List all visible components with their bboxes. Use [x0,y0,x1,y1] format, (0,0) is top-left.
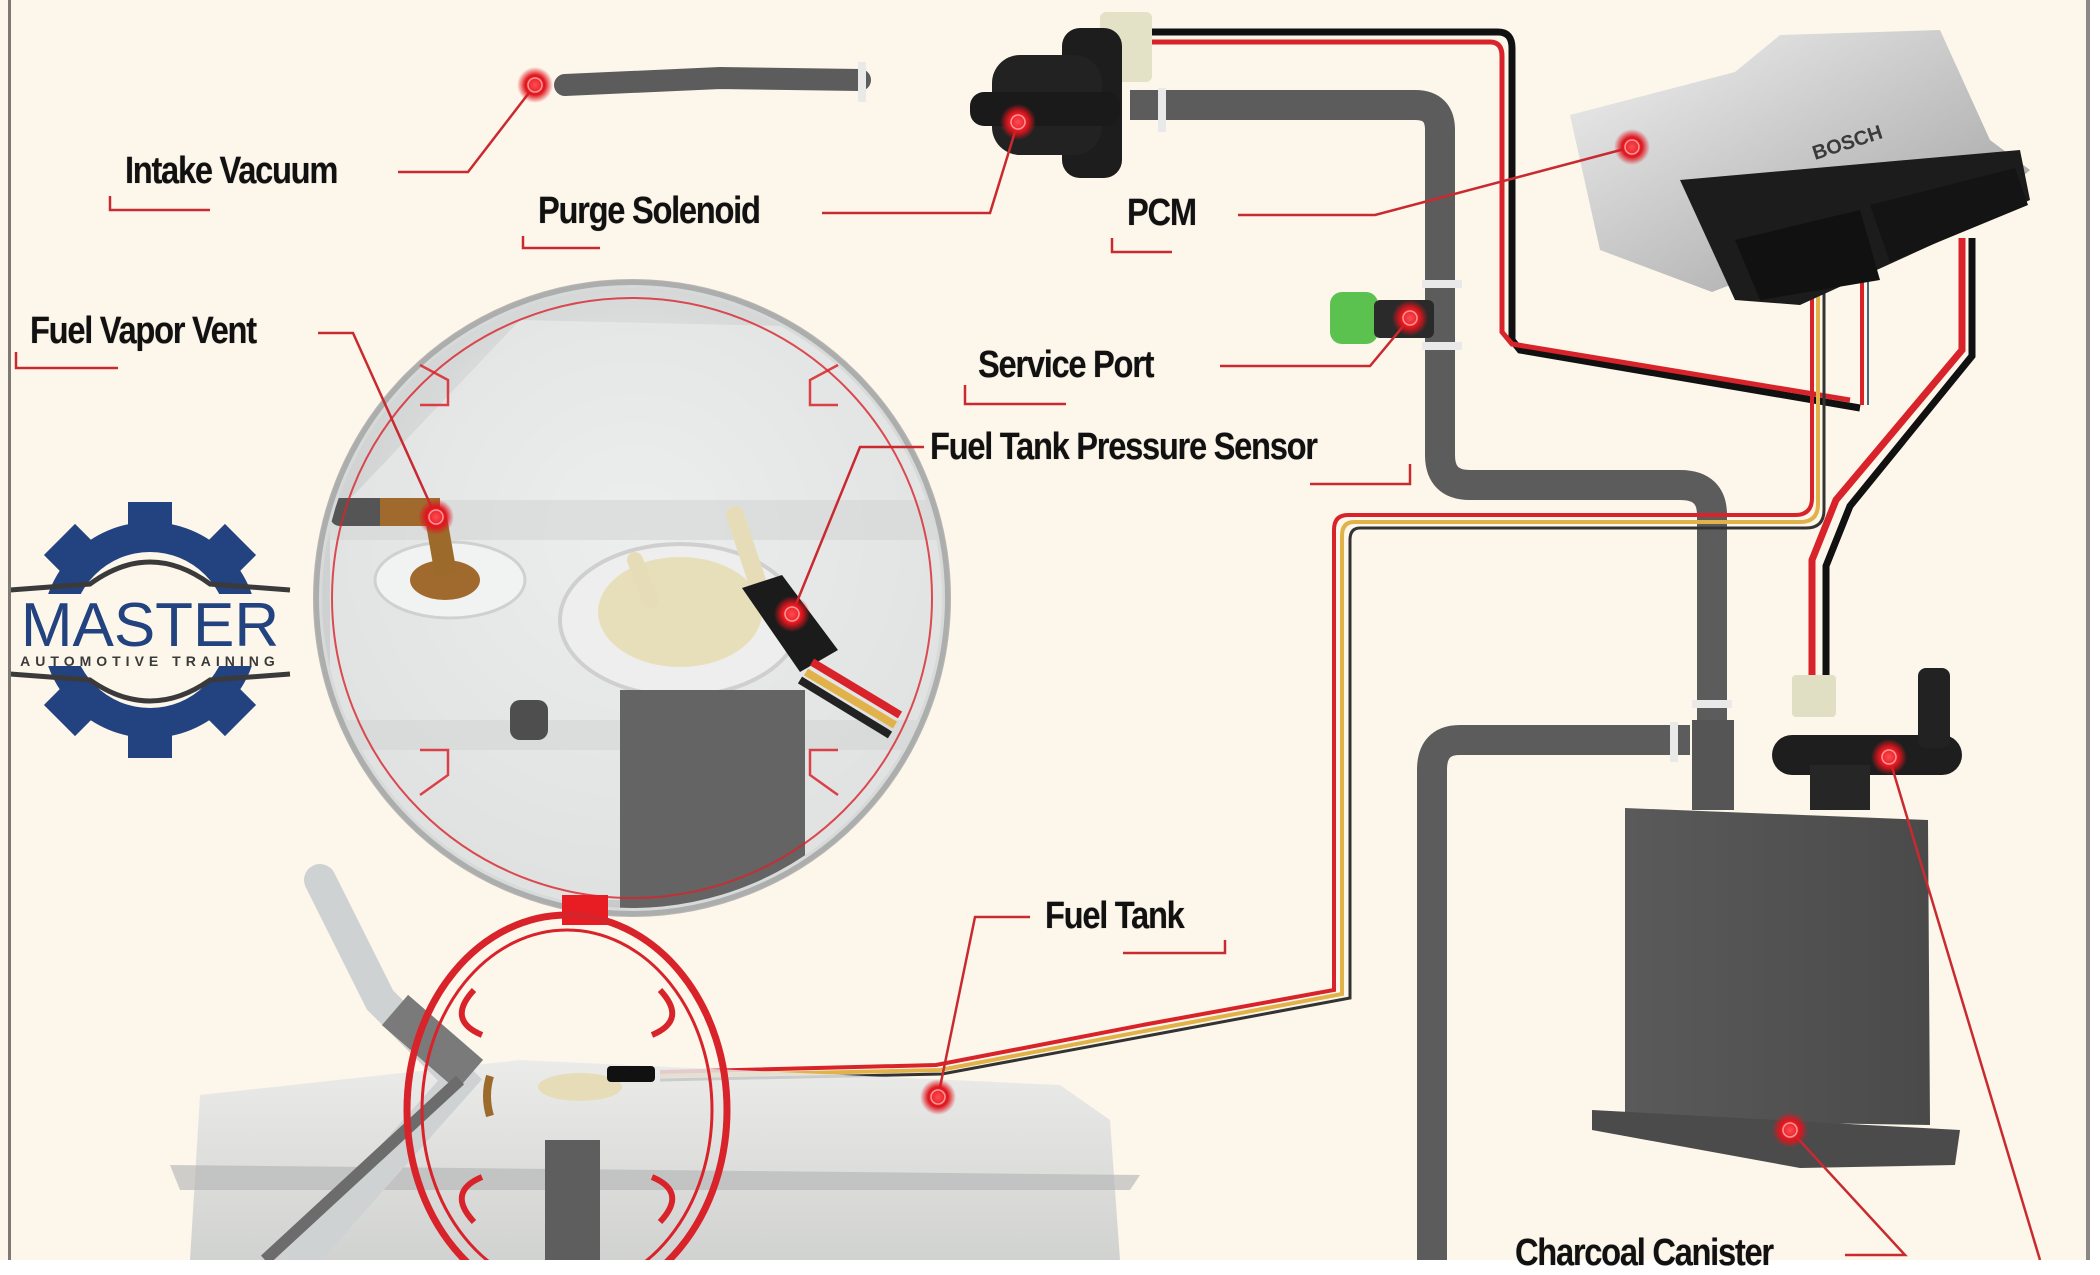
frame-border-left [8,0,11,1260]
label-fuel-vapor-vent: Fuel Vapor Vent [30,310,257,352]
underline-fuel-tank-pressure-sensor [1310,464,1412,486]
dot-fuel-tank [920,1079,956,1115]
dot-intake-vacuum [517,67,553,103]
logo-tagline: AUTOMOTIVE TRAINING [20,653,280,669]
label-fuel-tank-pressure-sensor: Fuel Tank Pressure Sensor [930,426,1318,468]
dot-charcoal-canister [1772,1112,1808,1148]
leader-charcoal-canister [1789,1129,1908,1257]
purge-solenoid [970,12,1152,178]
vent-solenoid [1772,668,1962,810]
logo-title: MASTER [21,591,279,660]
callout-leaders [14,84,2042,1260]
leader-fuel-tank-pressure-sensor [790,445,924,615]
hose-clamps [858,62,1732,762]
dot-vent-solenoid [1871,739,1907,775]
tank-vent-hose [1417,725,1690,1260]
dot-service-port [1392,300,1428,336]
label-intake-vacuum: Intake Vacuum [125,150,338,192]
underline-pcm [1110,238,1172,254]
leader-vent-solenoid [1887,756,2042,1260]
underline-fuel-vapor-vent [14,352,118,370]
leader-pcm [1238,145,1633,217]
target-ring [403,911,731,1260]
gear-icon [5,502,295,758]
label-service-port: Service Port [978,344,1155,386]
intake-vacuum-hose [554,66,871,96]
leader-fuel-vapor-vent [318,331,438,518]
purge-hose [1130,90,1727,760]
pcm-module: BOSCH [1570,30,2030,305]
leader-intake-vacuum [398,84,536,174]
frame-border-right [2086,0,2090,1260]
vacuum-hoses [554,66,1727,1260]
callout-dots [418,67,1907,1148]
wiring [659,28,1976,1082]
underline-fuel-tank [1123,940,1227,955]
underline-intake-vacuum [108,196,210,212]
dot-pcm [1614,129,1650,165]
label-purge-solenoid: Purge Solenoid [538,190,761,232]
dot-purge-solenoid [1000,104,1036,140]
leader-fuel-tank [936,915,1030,1098]
dot-fuel-vapor-vent [418,499,454,535]
leader-service-port [1220,317,1411,368]
magnifier-detail [313,279,951,925]
frame-margin-right [2090,0,2100,1260]
label-fuel-tank: Fuel Tank [1045,895,1185,937]
charcoal-canister [1592,720,1960,1168]
label-pcm: PCM [1127,192,1197,234]
underline-purge-solenoid [521,236,600,250]
label-charcoal-canister: Charcoal Canister [1515,1232,1774,1274]
master-automotive-logo: MASTER AUTOMOTIVE TRAINING [5,502,295,758]
dot-fuel-tank-pressure-sensor [774,596,810,632]
fuel-tank [170,864,1140,1260]
underline-service-port [963,385,1066,406]
leader-purge-solenoid [822,121,1020,215]
